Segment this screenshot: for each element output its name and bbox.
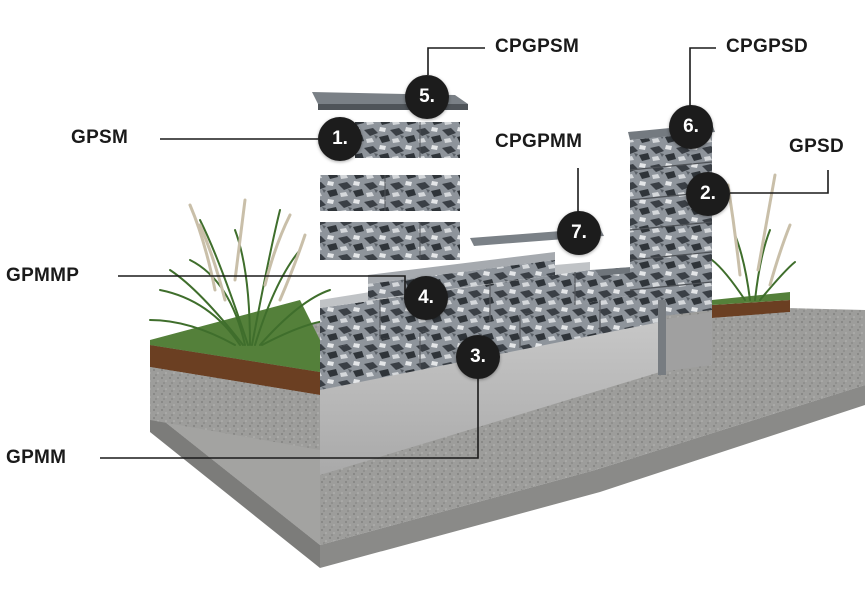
badge-1: 1. <box>318 117 362 161</box>
badge-4: 4. <box>404 276 448 320</box>
label-gpmm: GPMM <box>6 447 66 469</box>
label-cpgpmm: CPGPMM <box>495 131 582 153</box>
badge-3: 3. <box>456 335 500 379</box>
badge-7: 7. <box>557 211 601 255</box>
label-gpsd: GPSD <box>789 136 844 158</box>
label-cpgpsm: CPGPSM <box>495 36 579 58</box>
label-gpsm: GPSM <box>71 127 128 149</box>
badge-6: 6. <box>669 105 713 149</box>
soil-bed-right <box>712 292 790 355</box>
badge-2: 2. <box>686 172 730 216</box>
label-cpgpsd: CPGPSD <box>726 36 808 58</box>
badge-5: 5. <box>405 75 449 119</box>
label-gpmmp: GPMMP <box>6 265 79 287</box>
